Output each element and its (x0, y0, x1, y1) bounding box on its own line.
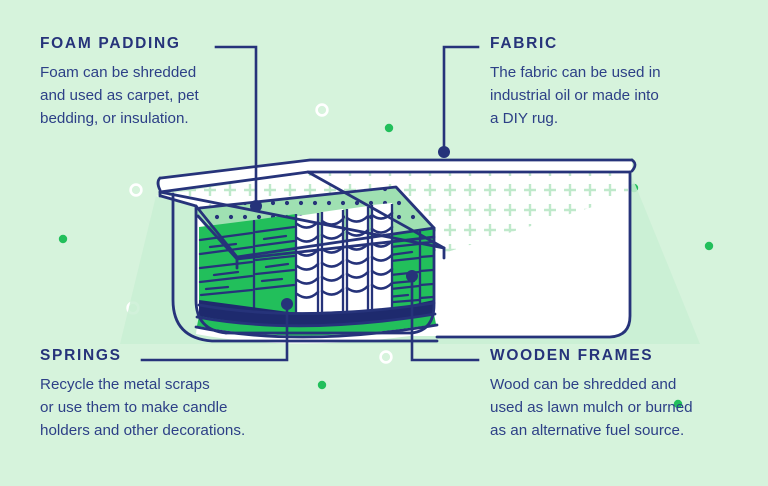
callout-line: Foam can be shredded (40, 63, 197, 81)
springs-layer (294, 203, 394, 313)
callout-line: Wood can be shredded and (490, 375, 677, 393)
callout-line: holders and other decorations. (40, 421, 246, 439)
callout-line: The fabric can be used in (490, 63, 661, 81)
callout-body-springs: Recycle the metal scraps or use them to … (40, 373, 245, 442)
callout-title-wooden-frames: WOODEN FRAMES (490, 347, 654, 364)
callout-title-foam-padding: FOAM PADDING (40, 35, 181, 52)
callout-springs: SPRINGS Recycle the metal scraps or use … (40, 348, 245, 442)
callout-leader-lines (140, 45, 480, 362)
callout-body-wooden-frames: Wood can be shredded and used as lawn mu… (490, 373, 693, 442)
callout-leader-dots (250, 146, 450, 310)
callout-line: and used as carpet, pet (40, 86, 199, 104)
callout-title-springs: SPRINGS (40, 347, 122, 364)
callout-body-foam-padding: Foam can be shredded and used as carpet,… (40, 61, 199, 130)
callout-body-fabric: The fabric can be used in industrial oil… (490, 61, 661, 130)
callout-line: used as lawn mulch or burned (490, 398, 693, 416)
callout-foam-padding: FOAM PADDING Foam can be shredded and us… (40, 36, 199, 130)
callout-wooden-frames: WOODEN FRAMES Wood can be shredded and u… (490, 348, 693, 442)
callout-line: industrial oil or made into (490, 86, 659, 104)
callout-line: Recycle the metal scraps (40, 375, 210, 393)
callout-fabric: FABRIC The fabric can be used in industr… (490, 36, 661, 130)
callout-title-fabric: FABRIC (490, 35, 558, 52)
callout-line: or use them to make candle (40, 398, 228, 416)
callout-line: as an alternative fuel source. (490, 421, 685, 439)
callout-line: bedding, or insulation. (40, 109, 189, 127)
callout-line: a DIY rug. (490, 109, 559, 127)
